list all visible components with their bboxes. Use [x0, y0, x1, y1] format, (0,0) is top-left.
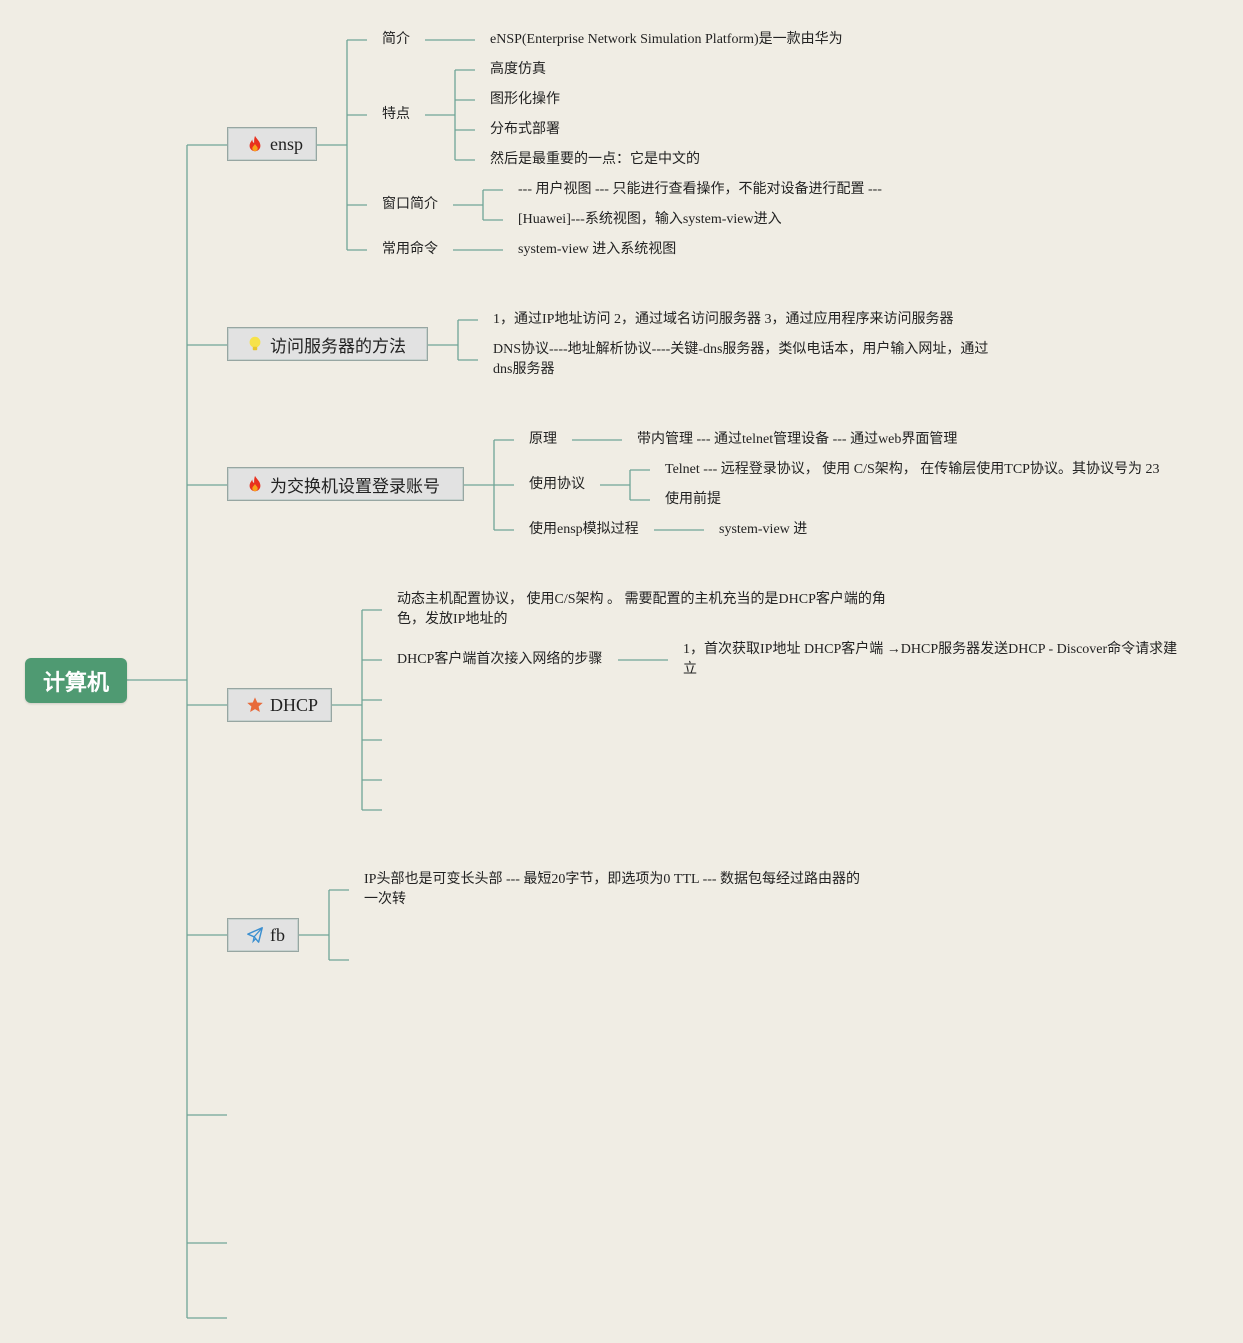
star-icon	[246, 696, 264, 714]
ensp-commands-text[interactable]: system-view 进入系统视图	[518, 242, 677, 257]
ensp-window-label[interactable]: 窗口简介	[382, 197, 438, 212]
topic-dhcp[interactable]: DHCP	[227, 688, 332, 722]
dhcp-desc[interactable]: 动态主机配置协议， 使用C/S架构 。 需要配置的主机充当的是DHCP客户端的角…	[397, 592, 886, 627]
switch-sim-text[interactable]: system-view 进	[719, 522, 808, 537]
switch-principle-label[interactable]: 原理	[529, 432, 557, 447]
ensp-feature-item[interactable]: 然后是最重要的一点：它是中文的	[490, 152, 700, 167]
topic-label: 访问服务器的方法	[270, 336, 406, 357]
ensp-feature-item[interactable]: 分布式部署	[490, 122, 560, 137]
topic-label: 为交换机设置登录账号	[270, 476, 440, 497]
topic-access-server[interactable]: 访问服务器的方法	[227, 327, 428, 361]
lightbulb-icon	[246, 335, 264, 353]
topic-ensp[interactable]: ensp	[227, 127, 317, 161]
switch-sim-label[interactable]: 使用ensp模拟过程	[529, 522, 639, 537]
fire-icon	[246, 135, 264, 153]
ensp-intro-text[interactable]: eNSP(Enterprise Network Simulation Platf…	[490, 32, 843, 47]
root-node[interactable]: 计算机	[25, 658, 127, 703]
switch-protocol-item[interactable]: Telnet --- 远程登录协议， 使用 C/S架构， 在传输层使用TCP协议…	[665, 462, 1160, 477]
ensp-window-item[interactable]: [Huawei]---系统视图，输入system-view进入	[518, 212, 782, 227]
switch-protocol-label[interactable]: 使用协议	[529, 477, 585, 492]
ensp-commands-label[interactable]: 常用命令	[382, 242, 438, 257]
access-item[interactable]: DNS协议----地址解析协议----关键-dns服务器，类似电话本，用户输入网…	[493, 342, 989, 377]
ensp-feature-item[interactable]: 高度仿真	[490, 62, 546, 77]
fb-text[interactable]: IP头部也是可变长头部 --- 最短20字节，即选项为0 TTL --- 数据包…	[364, 872, 861, 907]
switch-principle-text[interactable]: 带内管理 --- 通过telnet管理设备 --- 通过web界面管理	[637, 432, 958, 447]
access-item[interactable]: 1，通过IP地址访问 2，通过域名访问服务器 3，通过应用程序来访问服务器	[493, 312, 954, 327]
switch-protocol-item[interactable]: 使用前提	[665, 492, 721, 507]
ensp-feature-item[interactable]: 图形化操作	[490, 92, 560, 107]
topic-label: DHCP	[270, 694, 319, 715]
paper-plane-icon	[246, 926, 264, 944]
ensp-window-item[interactable]: --- 用户视图 --- 只能进行查看操作，不能对设备进行配置 ---	[518, 182, 882, 197]
topic-label: ensp	[270, 133, 303, 154]
topic-fb[interactable]: fb	[227, 918, 299, 952]
fire-icon	[246, 475, 264, 493]
ensp-intro-label[interactable]: 简介	[382, 32, 410, 47]
dhcp-steps-text[interactable]: 1，首次获取IP地址 DHCP客户端 →DHCP服务器发送DHCP - Disc…	[683, 642, 1178, 677]
topic-label: fb	[270, 924, 285, 945]
topic-switch-login[interactable]: 为交换机设置登录账号	[227, 467, 464, 501]
dhcp-steps-label[interactable]: DHCP客户端首次接入网络的步骤	[397, 652, 603, 667]
ensp-features-label[interactable]: 特点	[382, 107, 410, 122]
